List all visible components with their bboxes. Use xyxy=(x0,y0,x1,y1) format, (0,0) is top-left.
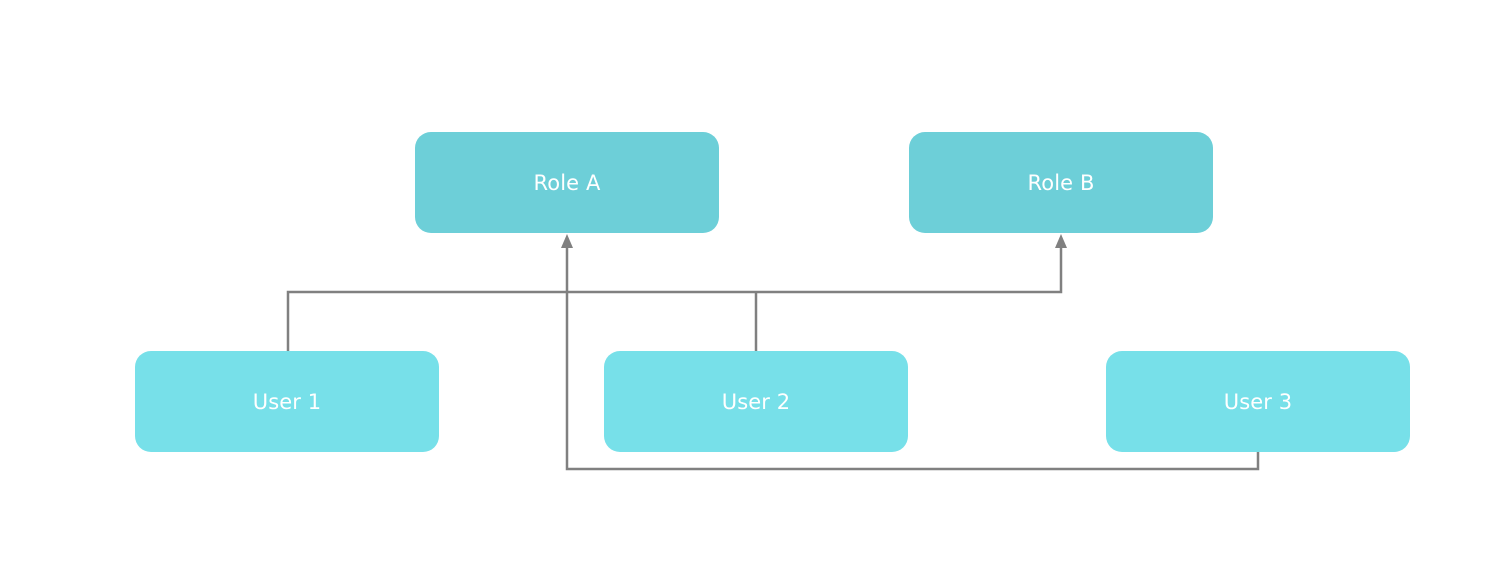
user-1-label: User 1 xyxy=(252,389,322,414)
edge-user3-to-rolea xyxy=(565,240,1260,471)
user-2-label: User 2 xyxy=(721,389,791,414)
edge-user1-to-roleb xyxy=(286,240,1063,351)
user-2-node[interactable]: User 2 xyxy=(604,351,908,452)
role-b-node[interactable]: Role B xyxy=(909,132,1213,233)
arrowhead-rolea xyxy=(561,234,573,248)
user-3-label: User 3 xyxy=(1223,389,1293,414)
user-3-node[interactable]: User 3 xyxy=(1106,351,1410,452)
role-a-node[interactable]: Role A xyxy=(415,132,719,233)
arrowhead-roleb xyxy=(1055,234,1067,248)
role-b-label: Role B xyxy=(1027,170,1095,195)
user-1-node[interactable]: User 1 xyxy=(135,351,439,452)
role-a-label: Role A xyxy=(533,170,601,195)
